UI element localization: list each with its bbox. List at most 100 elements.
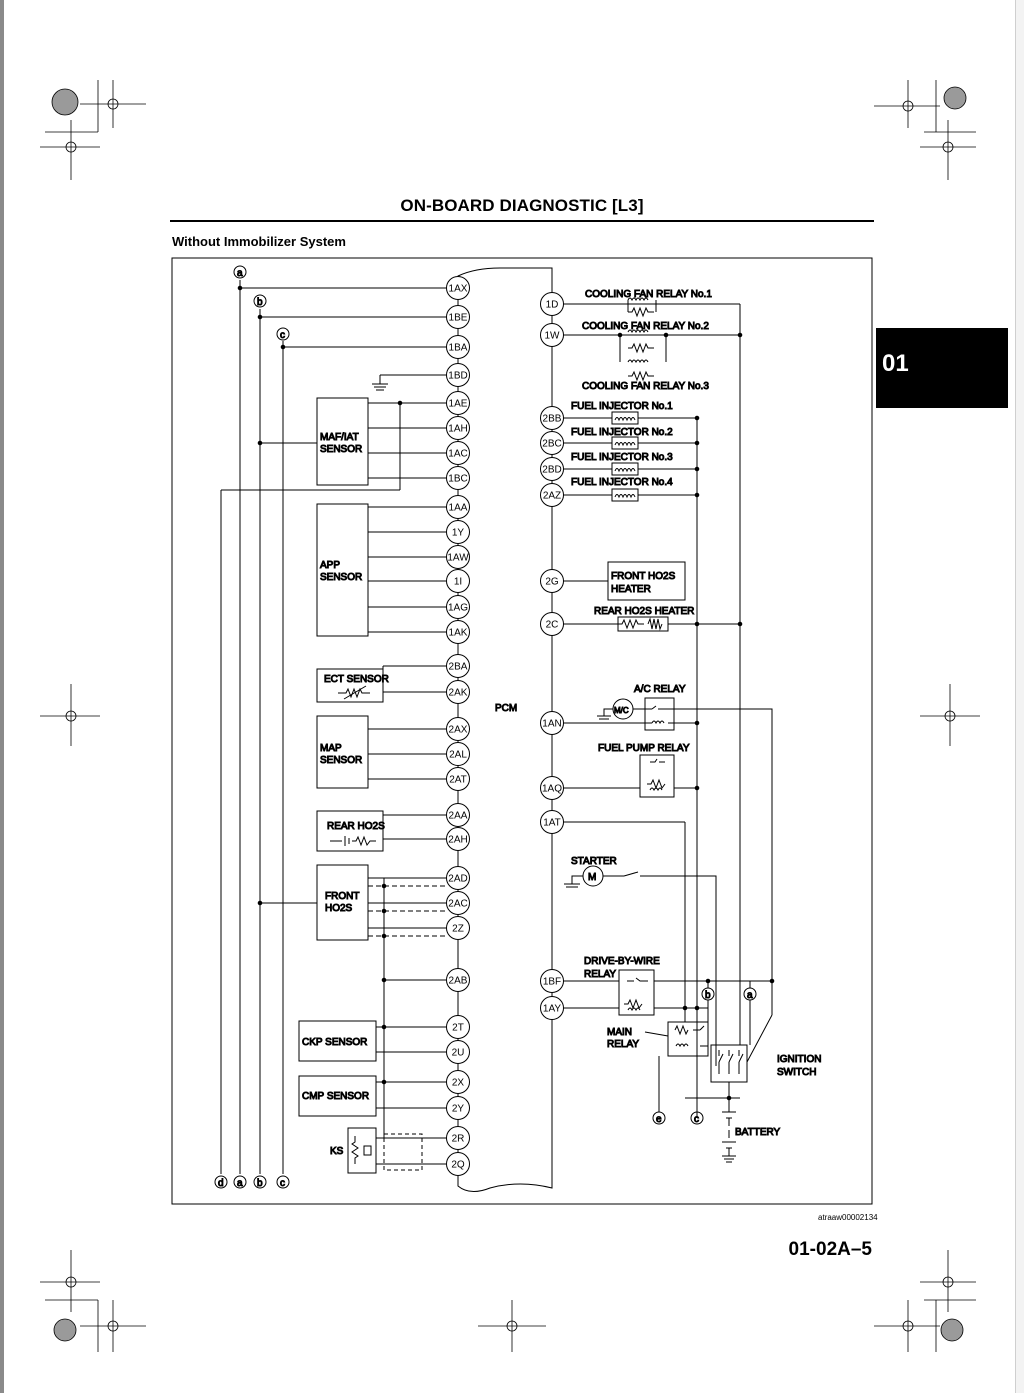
pcm-pin-left-2AT: 2AT <box>446 767 470 791</box>
pcm-pin-left-1AW: 1AW <box>446 545 470 569</box>
svg-text:a: a <box>237 268 243 279</box>
main-relay: MAIN RELAY <box>607 1000 709 1112</box>
pcm-pin-left-2Q: 2Q <box>446 1152 470 1176</box>
pcm-pin-left-1BE: 1BE <box>446 305 470 329</box>
front-ho2s: FRONT HO2S <box>257 864 446 941</box>
svg-text:e: e <box>656 1114 662 1125</box>
pcm-pin-left-1Y: 1Y <box>446 520 470 544</box>
svg-text:KS: KS <box>330 1146 344 1157</box>
ect-sensor: ECT SENSOR <box>316 665 446 703</box>
pcm-pin-left-2AB: 2AB <box>446 968 470 992</box>
svg-text:d: d <box>218 1178 224 1189</box>
pcm-pin-left-2AA: 2AA <box>446 803 470 827</box>
svg-text:1AN: 1AN <box>542 719 561 730</box>
viewer-scrollbar[interactable] <box>1015 0 1024 1393</box>
crop-mark-top-right <box>874 80 976 180</box>
svg-text:1AX: 1AX <box>449 284 468 295</box>
svg-text:c: c <box>694 1114 699 1125</box>
svg-text:COOLING FAN RELAY No.1: COOLING FAN RELAY No.1 <box>585 289 712 300</box>
pcm-pin-left-2AK: 2AK <box>446 680 470 704</box>
svg-text:2AB: 2AB <box>449 976 468 987</box>
svg-text:HEATER: HEATER <box>611 584 651 595</box>
pcm-pin-right-1AQ: 1AQ <box>540 776 564 800</box>
svg-text:1AE: 1AE <box>449 399 468 410</box>
svg-text:1AA: 1AA <box>449 503 468 514</box>
pcm-pin-left-2T: 2T <box>446 1015 470 1039</box>
pcm-pin-right-2AZ: 2AZ <box>540 483 564 507</box>
svg-text:c: c <box>280 1178 285 1189</box>
svg-text:1BE: 1BE <box>449 313 468 324</box>
svg-text:1AY: 1AY <box>543 1004 561 1015</box>
svg-text:1AQ: 1AQ <box>542 784 562 795</box>
svg-text:c: c <box>280 330 285 341</box>
svg-text:FUEL PUMP RELAY: FUEL PUMP RELAY <box>598 743 690 754</box>
svg-text:SENSOR: SENSOR <box>320 755 362 766</box>
pcm-pin-left-2X: 2X <box>446 1070 470 1094</box>
svg-text:FUEL INJECTOR No.1: FUEL INJECTOR No.1 <box>571 401 673 412</box>
page-number: 01-02A–5 <box>788 1239 872 1260</box>
svg-text:RELAY: RELAY <box>584 969 616 980</box>
svg-text:M/C: M/C <box>614 706 629 715</box>
pcm-pin-right-1BF: 1BF <box>540 969 564 993</box>
svg-text:b: b <box>705 990 711 1001</box>
svg-text:2BD: 2BD <box>542 465 561 476</box>
map-sensor: MAP SENSOR <box>316 715 446 789</box>
svg-text:STARTER: STARTER <box>571 856 617 867</box>
svg-text:2AZ: 2AZ <box>543 491 561 502</box>
crop-mark-bottom-left <box>40 1250 146 1352</box>
cmp-sensor: CMP SENSOR <box>298 1075 446 1117</box>
svg-text:MAIN: MAIN <box>607 1027 632 1038</box>
pcm-pin-right-2G: 2G <box>540 569 564 593</box>
section-tab: 01 <box>876 328 1008 408</box>
svg-text:ECT SENSOR: ECT SENSOR <box>324 674 389 685</box>
svg-text:1BA: 1BA <box>449 343 468 354</box>
pcm-pin-left-1BD: 1BD <box>446 363 470 387</box>
svg-text:DRIVE-BY-WIRE: DRIVE-BY-WIRE <box>584 956 660 967</box>
pcm-pin-right-2BC: 2BC <box>540 431 564 455</box>
registration-marks <box>40 80 980 1352</box>
title-rule <box>170 220 874 222</box>
svg-text:IGNITION: IGNITION <box>777 1054 821 1065</box>
fuel-pump-relay: FUEL PUMP RELAY <box>563 743 700 798</box>
svg-text:FUEL INJECTOR No.3: FUEL INJECTOR No.3 <box>571 452 673 463</box>
crop-mark-mid-left <box>40 684 100 746</box>
app-sensor: APP SENSOR <box>316 503 446 637</box>
front-ho2s-heater: FRONT HO2S HEATER <box>563 561 686 601</box>
svg-text:FUEL INJECTOR No.4: FUEL INJECTOR No.4 <box>571 477 673 488</box>
svg-text:1BC: 1BC <box>448 474 467 485</box>
svg-text:SENSOR: SENSOR <box>320 444 362 455</box>
crop-mark-bottom-right <box>874 1250 976 1352</box>
svg-text:CKP SENSOR: CKP SENSOR <box>302 1037 367 1048</box>
pcm-pin-right-2C: 2C <box>540 612 564 636</box>
svg-text:2X: 2X <box>452 1078 465 1089</box>
svg-text:COOLING FAN RELAY No.3: COOLING FAN RELAY No.3 <box>582 381 709 392</box>
connector-labels: a b c d a b c b a e c <box>214 265 757 1190</box>
battery: BATTERY <box>685 1095 781 1163</box>
svg-text:1BD: 1BD <box>448 371 467 382</box>
pcm-pin-left-1AX: 1AX <box>446 276 470 300</box>
starter: STARTER M <box>564 856 717 1066</box>
svg-text:2AL: 2AL <box>449 750 467 761</box>
crop-mark-bottom-center <box>478 1300 546 1352</box>
svg-text:2AH: 2AH <box>448 835 467 846</box>
ckp-sensor: CKP SENSOR <box>298 1020 446 1062</box>
svg-text:2C: 2C <box>546 620 559 631</box>
svg-text:1Y: 1Y <box>452 528 465 539</box>
connector-c-bottom: c <box>276 1175 290 1190</box>
pcm-pin-left-2AC: 2AC <box>446 891 470 915</box>
pcm-pin-left-1BC: 1BC <box>446 466 470 490</box>
svg-text:2Q: 2Q <box>451 1160 465 1171</box>
svg-text:FUEL INJECTOR No.2: FUEL INJECTOR No.2 <box>571 427 673 438</box>
svg-text:a: a <box>237 1178 243 1189</box>
svg-text:2AC: 2AC <box>448 899 467 910</box>
svg-text:2G: 2G <box>545 577 559 588</box>
svg-text:1AC: 1AC <box>448 449 467 460</box>
pcm-pin-left-2R: 2R <box>446 1126 470 1150</box>
pcm-pin-left-2AX: 2AX <box>446 717 470 741</box>
svg-text:2Y: 2Y <box>452 1104 465 1115</box>
svg-text:HO2S: HO2S <box>325 903 353 914</box>
connector-d-bottom: d <box>214 1175 228 1190</box>
pcm-pin-left-1AE: 1AE <box>446 391 470 415</box>
maf-iat-sensor: MAF/IAT SENSOR <box>221 397 446 491</box>
